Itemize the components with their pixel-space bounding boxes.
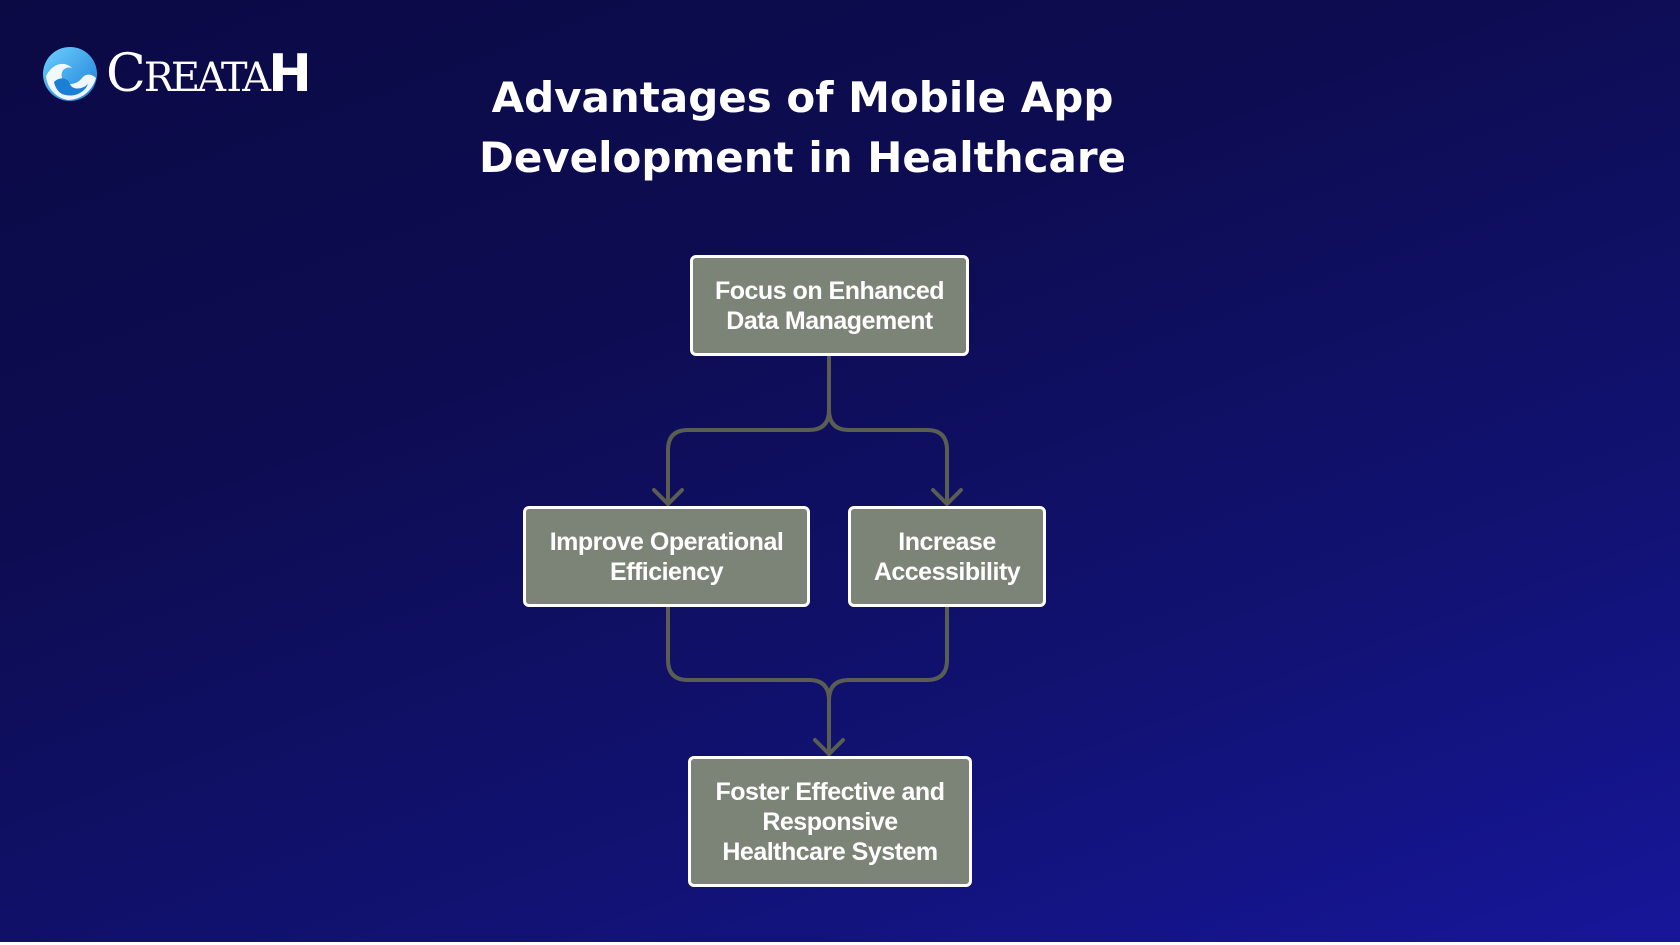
brand-wordmark: CREATAH	[106, 48, 312, 104]
page-title-line-1: Advantages of Mobile App	[491, 73, 1114, 122]
node-text: Increase	[898, 527, 996, 556]
node-operational-efficiency: Improve Operational Efficiency	[523, 506, 810, 607]
arrowhead-bottom	[813, 738, 845, 756]
page-title-line-2: Development in Healthcare	[478, 133, 1127, 182]
node-text: Focus on Enhanced	[714, 276, 945, 305]
brand-letters-reata: REATA	[143, 55, 271, 101]
node-text: Foster Effective and	[715, 777, 945, 806]
arrowhead-right	[931, 488, 963, 506]
arrowhead-left	[652, 488, 684, 506]
page-title: Advantages of Mobile App Development in …	[440, 68, 1165, 188]
node-increase-accessibility: Increase Accessibility	[848, 506, 1046, 607]
node-text: Accessibility	[873, 557, 1021, 586]
brand-logo: CREATAH	[42, 42, 312, 106]
node-text: Responsive	[762, 807, 898, 836]
connector-right-to-bottom	[827, 605, 949, 756]
brand-letter-h: H	[268, 44, 312, 104]
brand-letter-c: C	[106, 44, 146, 104]
wave-globe-icon	[43, 47, 97, 101]
connector-top-to-right	[827, 354, 949, 506]
connector-left-to-bottom	[666, 605, 831, 756]
connector-top-to-left	[666, 354, 831, 506]
node-text: Improve Operational	[549, 527, 784, 556]
node-enhanced-data-management: Focus on Enhanced Data Management	[690, 255, 969, 356]
node-text: Data Management	[726, 306, 933, 335]
node-effective-healthcare-system: Foster Effective and Responsive Healthca…	[688, 756, 972, 887]
node-text: Efficiency	[609, 557, 724, 586]
node-text: Healthcare System	[722, 837, 938, 866]
bottom-divider	[0, 942, 1680, 945]
